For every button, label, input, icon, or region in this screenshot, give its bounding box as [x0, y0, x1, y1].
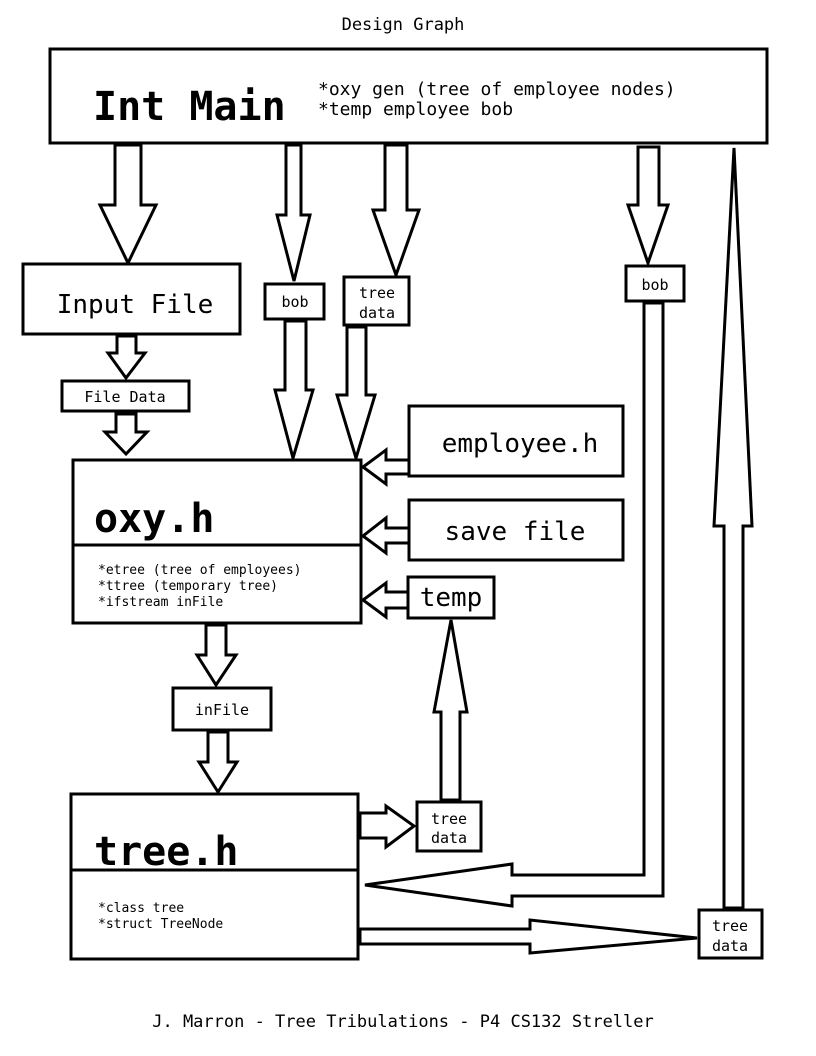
save-file-label: save file [445, 517, 586, 547]
int-main-box [48, 47, 769, 145]
arrow-tree-data-mid-to-temp [432, 619, 469, 802]
arrow-save-file-to-oxy [360, 514, 411, 556]
input-file-label: Input File [57, 290, 214, 320]
infile-box [171, 686, 273, 732]
arrow-tree-data-to-main [712, 147, 754, 910]
tree-data-bottom-line-1: tree [712, 917, 748, 935]
bob-left-label: bob [281, 293, 308, 311]
infile-label: inFile [195, 701, 249, 719]
temp-label: temp [420, 583, 483, 613]
bob-right-label: bob [641, 276, 668, 294]
employee-h-box [407, 404, 625, 478]
input-file-box [21, 262, 242, 336]
arrow-file-data-to-oxy [101, 412, 151, 457]
oxy-h-note-3: *ifstream inFile [98, 595, 223, 610]
arrow-tree-data-to-oxy [334, 325, 378, 464]
arrow-input-to-file-data [105, 334, 149, 381]
tree-data-top-line-2: data [359, 304, 395, 322]
tree-h-note-1: *class tree [98, 901, 184, 916]
oxy-h-box [71, 458, 363, 625]
arrow-infile-to-tree [196, 730, 240, 795]
tree-data-top-line-1: tree [359, 284, 395, 302]
arrow-employee-to-oxy [360, 447, 411, 487]
oxy-h-label: oxy.h [94, 496, 214, 542]
diagram-title: Design Graph [342, 15, 465, 35]
arrow-main-to-input-file [97, 143, 159, 267]
int-main-note-2: *temp employee bob [318, 99, 513, 120]
file-data-box [60, 379, 191, 413]
tree-data-bottom-line-2: data [712, 937, 748, 955]
file-data-label: File Data [84, 388, 165, 406]
footer-credit: J. Marron - Tree Tribulations - P4 CS132… [152, 1012, 654, 1032]
bob-left-box [263, 282, 326, 321]
tree-data-mid-box [415, 800, 483, 853]
arrow-temp-to-oxy [360, 580, 410, 620]
bob-right-box [624, 264, 686, 303]
int-main-label: Int Main [93, 84, 286, 130]
oxy-h-note-2: *ttree (temporary tree) [98, 579, 278, 594]
arrow-main-to-tree-data-top [370, 143, 422, 280]
tree-data-mid-line-1: tree [431, 810, 467, 828]
save-file-box [407, 498, 625, 562]
employee-h-label: employee.h [442, 429, 599, 459]
int-main-note-1: *oxy gen (tree of employee nodes) [318, 79, 676, 100]
arrow-bob-to-oxy [273, 319, 316, 464]
arrow-oxy-to-infile [194, 623, 239, 688]
arrow-main-to-bob-left [275, 143, 312, 282]
tree-data-top-box [342, 275, 411, 327]
arrow-tree-to-tree-data-bottom [358, 918, 698, 955]
oxy-h-note-1: *etree (tree of employees) [98, 563, 302, 578]
tree-h-box [69, 792, 360, 961]
arrow-bob-right-to-tree [364, 301, 665, 908]
tree-h-label: tree.h [94, 829, 239, 875]
tree-data-bottom-box [697, 908, 764, 960]
tree-data-mid-line-2: data [431, 829, 467, 847]
tree-h-note-2: *struct TreeNode [98, 917, 223, 932]
arrow-tree-to-tree-data-mid [358, 803, 417, 850]
arrow-main-to-bob-right [625, 145, 671, 268]
